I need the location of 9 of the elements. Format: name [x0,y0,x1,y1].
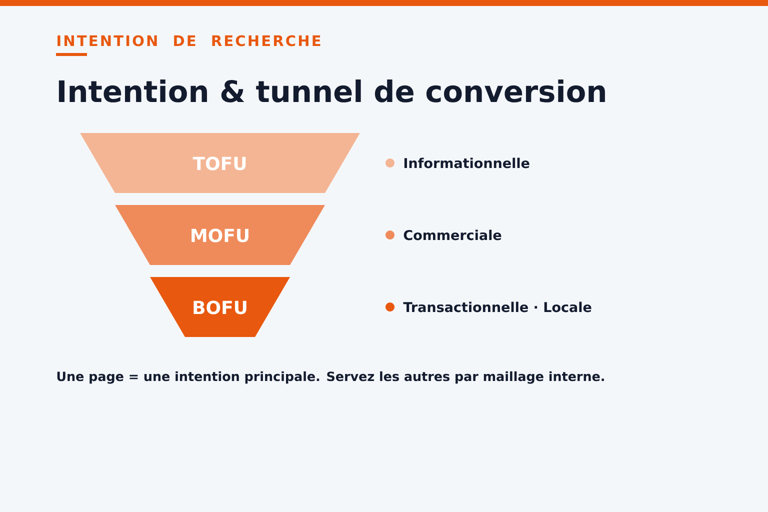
legend-text: Transactionnelle · Locale [403,302,592,312]
note-text: Une page = une intention principale. Servez les autres par maillage interne. [57,371,604,384]
funnel-layer: MOFU [115,205,325,265]
eyebrow-label: INTENTION DE RECHERCHE [58,35,320,46]
funnel-layer: BOFU [150,277,290,337]
legend-text: Informationnelle [404,158,530,168]
funnel-layer: TOFU [80,133,360,193]
title: Intention & tunnel de conversion [58,80,605,102]
legend-text: Commerciale [404,230,502,240]
